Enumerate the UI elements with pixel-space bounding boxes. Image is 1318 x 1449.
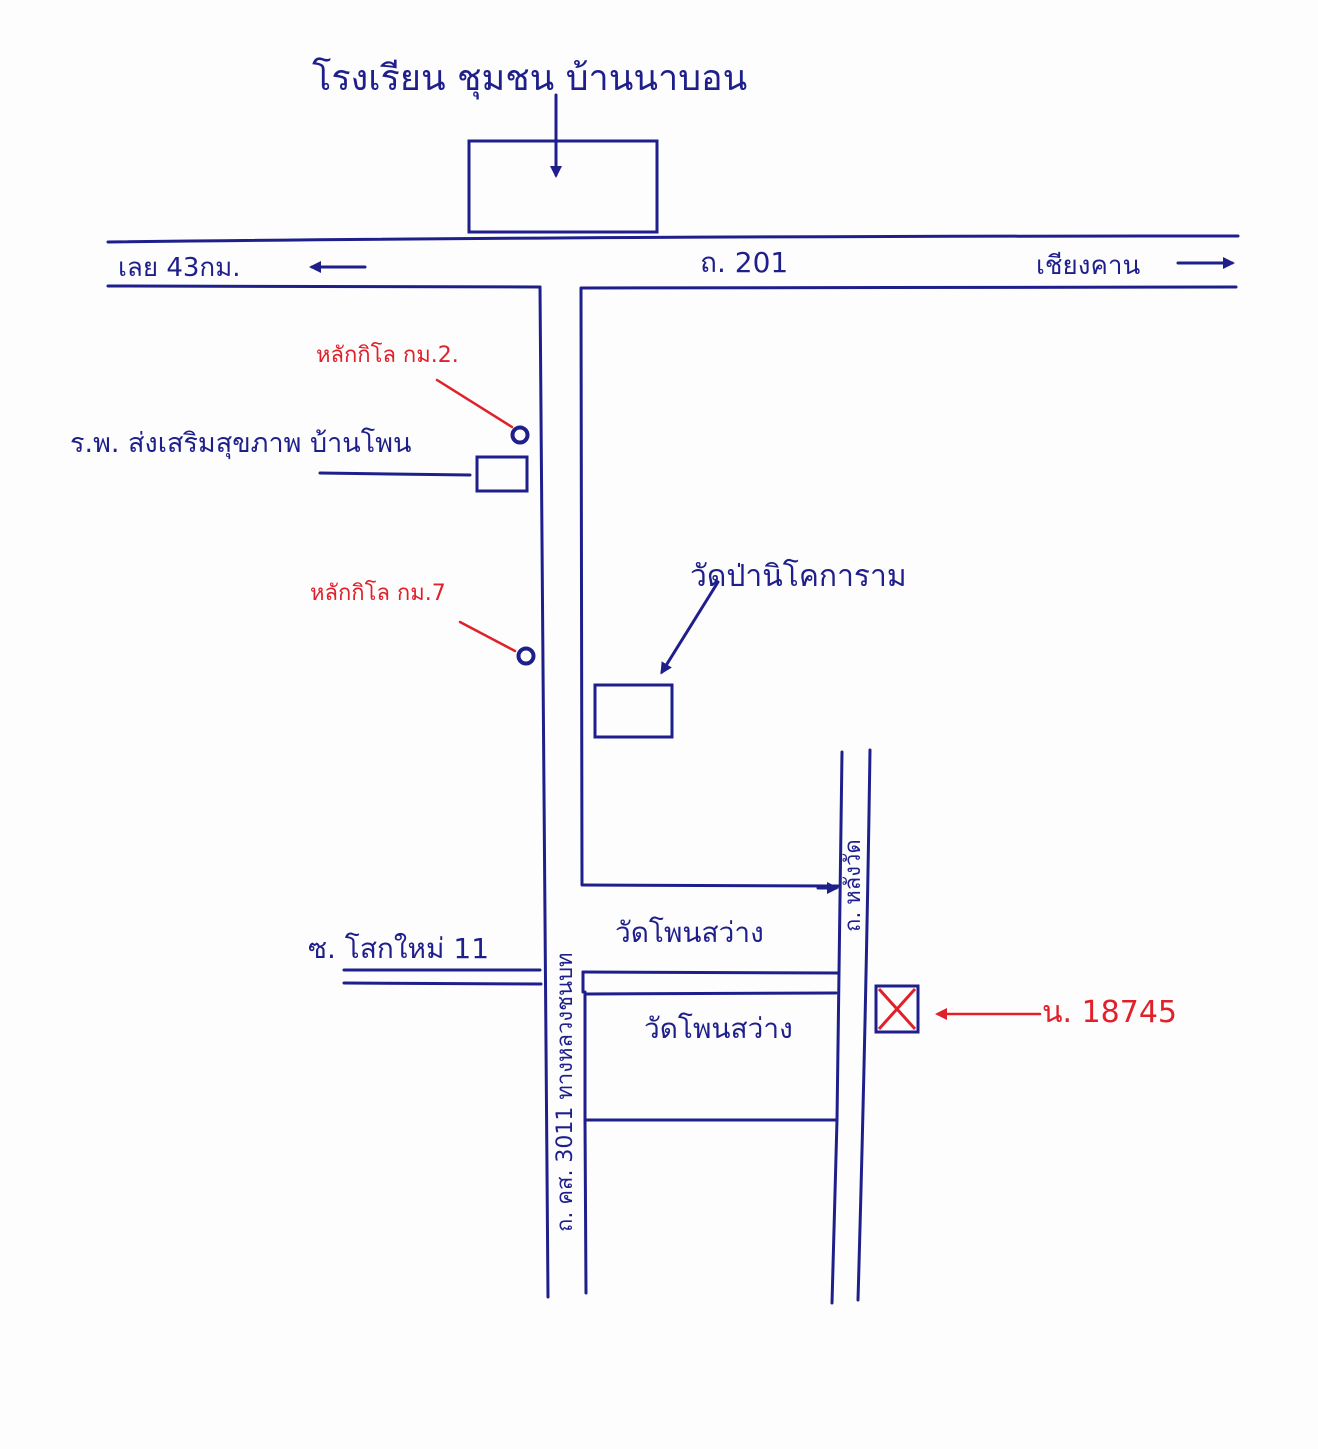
circle-marker-icon (516, 646, 536, 666)
highway-label: ถ. 201 (700, 246, 788, 279)
soi-sok-mai-road (342, 968, 543, 986)
side-road-west-edge (538, 285, 550, 1299)
rear-road-west-edge (830, 750, 844, 1305)
school-label: โรงเรียน ชุมชน บ้านนาบอน (312, 57, 747, 100)
hospital-access-line (318, 471, 472, 477)
target-plot-label: น. 18745 (1042, 995, 1177, 1030)
wat-phon-sawang-label-1: วัดโพนสว่าง (615, 916, 764, 949)
km-post-7-label: หลักกิโล กม.7 (310, 580, 446, 606)
circle-marker-icon (510, 425, 530, 445)
wat-pa-arrow-icon (660, 580, 720, 675)
rear-temple-road (830, 748, 872, 1305)
wat-pa-label: วัดป่านิโคการาม (690, 558, 907, 594)
km7-leader-line (458, 620, 517, 653)
highway-south-edge-east (579, 285, 1238, 290)
rear-road-label: ถ. หลังวัด (841, 839, 866, 932)
side-road-east-edge-lower (583, 1118, 588, 1295)
school-building (467, 139, 659, 234)
hospital-building (475, 455, 529, 493)
rear-road-east-edge (856, 748, 872, 1302)
wat-pa-building (593, 683, 674, 739)
temple-block-mid-edge-1 (581, 970, 840, 975)
side-road-east-edge-upper (579, 287, 584, 887)
highway-201 (106, 234, 1240, 290)
crossed-box-icon (874, 984, 920, 1034)
temple-block (581, 883, 840, 1122)
soi-sok-mai-label: ซ. โสกใหม่ 11 (308, 932, 489, 965)
highway-north-edge (106, 234, 1240, 244)
wat-phon-sawang-label-2: วัดโพนสว่าง (644, 1012, 793, 1045)
km2-leader-line (435, 378, 514, 429)
temple-block-top-edge (581, 883, 840, 888)
side-road-label: ถ. คส. 3011 ทางหลวงชนบท (553, 952, 578, 1232)
soi-south-edge (342, 981, 543, 986)
highway-south-edge-west (106, 284, 542, 289)
hospital-label: ร.พ. ส่งเสริมสุขภาพ บ้านโพน (70, 428, 412, 460)
temple-block-mid-edge-2 (583, 991, 838, 996)
to-chiang-khan-label: เชียงคาน (1036, 251, 1140, 281)
km-post-2-label: หลักกิโล กม.2. (316, 342, 459, 368)
to-loei-label: เลย 43กม. (118, 253, 241, 283)
main-side-road (538, 285, 588, 1299)
